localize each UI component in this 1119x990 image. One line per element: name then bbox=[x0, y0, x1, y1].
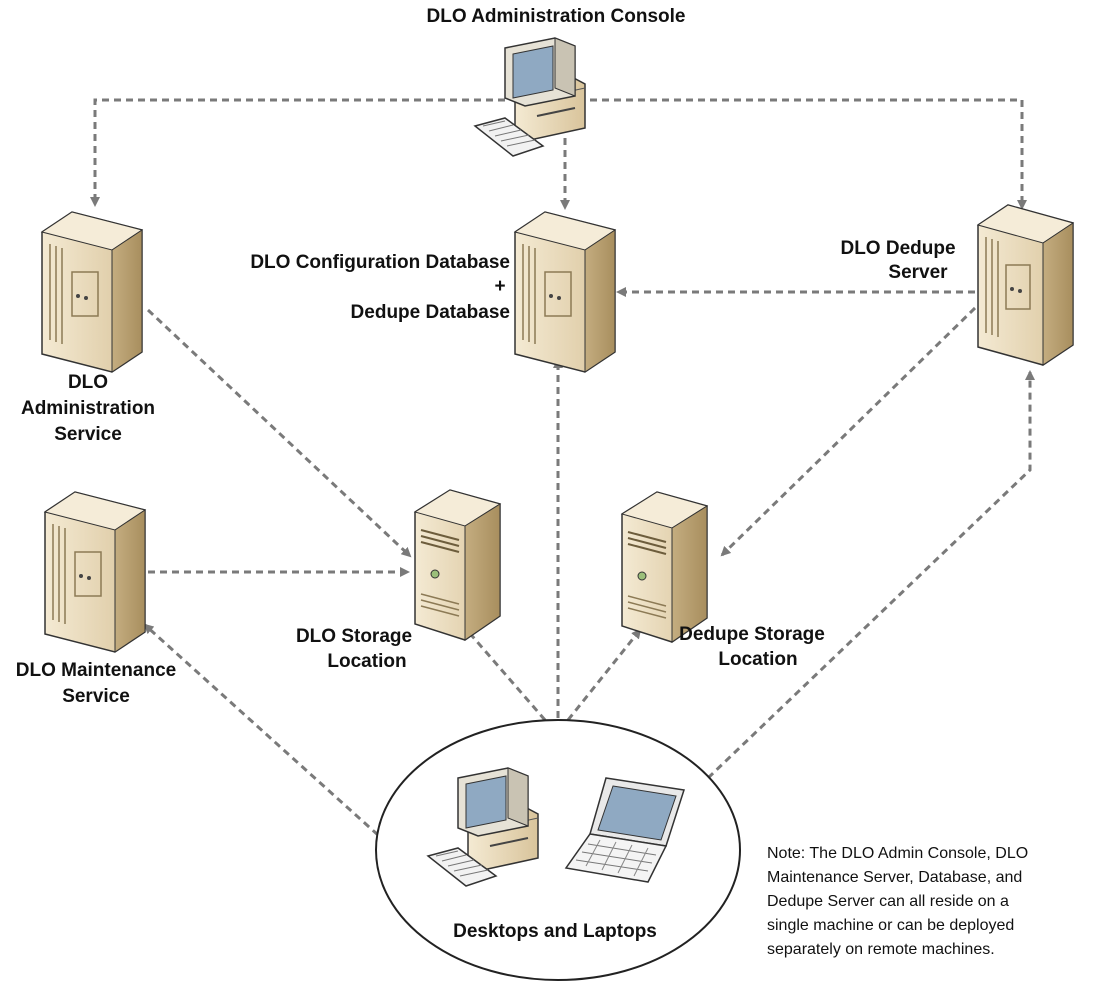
connector-clients-to-maintenance bbox=[143, 623, 380, 837]
config-db-label-line2: + bbox=[494, 276, 505, 297]
dedupe-storage-label-line2: Location bbox=[718, 649, 797, 670]
connectors bbox=[90, 98, 1035, 837]
connector-dedupe-server-to-dedupe-storage bbox=[720, 306, 977, 557]
admin-service-label-line1: DLO bbox=[68, 372, 108, 393]
config-db-label-line3: Dedupe Database bbox=[351, 302, 510, 323]
admin-service-label-line2: Administration bbox=[21, 398, 155, 419]
admin-console-node: DLO Administration Console bbox=[427, 6, 686, 157]
maintenance-service-label-line1: DLO Maintenance bbox=[16, 660, 176, 681]
server-tower-icon bbox=[513, 211, 617, 373]
admin-service-label-line3: Service bbox=[54, 424, 122, 445]
dedupe-server-node: DLO Dedupe Server bbox=[840, 204, 1075, 366]
server-tower-icon bbox=[976, 204, 1075, 366]
admin-service-node: DLO Administration Service bbox=[21, 211, 155, 445]
connector-admin-service-to-storage bbox=[146, 308, 412, 558]
maintenance-service-node: DLO Maintenance Service bbox=[16, 491, 176, 707]
storage-server-icon bbox=[413, 489, 502, 641]
note-line-5: separately on remote machines. bbox=[767, 941, 995, 958]
config-db-label-line1: DLO Configuration Database bbox=[250, 252, 510, 273]
note-line-2: Maintenance Server, Database, and bbox=[767, 869, 1022, 886]
dedupe-storage-node: Dedupe Storage Location bbox=[620, 491, 825, 670]
server-tower-icon bbox=[43, 491, 147, 653]
connector-clients-to-dedupe-server bbox=[706, 370, 1035, 780]
storage-server-icon bbox=[620, 491, 709, 643]
laptop-icon bbox=[564, 777, 685, 883]
storage-location-label-line1: DLO Storage bbox=[296, 626, 412, 647]
clients-label: Desktops and Laptops bbox=[453, 921, 657, 942]
desktop-computer-icon bbox=[426, 767, 539, 887]
clients-group: Desktops and Laptops bbox=[375, 719, 741, 981]
storage-location-label-line2: Location bbox=[327, 651, 406, 672]
storage-location-node: DLO Storage Location bbox=[296, 489, 502, 672]
dedupe-server-label-line1: DLO Dedupe bbox=[840, 238, 955, 259]
deployment-note: Note: The DLO Admin Console, DLO Mainten… bbox=[767, 845, 1028, 958]
note-line-1: Note: The DLO Admin Console, DLO bbox=[767, 845, 1028, 862]
note-line-3: Dedupe Server can all reside on a bbox=[767, 893, 1009, 910]
admin-console-label: DLO Administration Console bbox=[427, 6, 686, 27]
dedupe-storage-label-line1: Dedupe Storage bbox=[679, 624, 825, 645]
dedupe-server-label-line2: Server bbox=[888, 262, 948, 283]
maintenance-service-label-line2: Service bbox=[62, 686, 130, 707]
connector-console-to-dedupe-server bbox=[590, 98, 1027, 210]
config-db-node: DLO Configuration Database + Dedupe Data… bbox=[250, 211, 617, 373]
desktop-computer-icon bbox=[473, 37, 586, 157]
server-tower-icon bbox=[40, 211, 144, 373]
connector-clients-to-storage bbox=[458, 620, 547, 721]
note-line-4: single machine or can be deployed bbox=[767, 917, 1014, 934]
connector-console-to-admin-service bbox=[90, 98, 505, 207]
connector-clients-to-dedupe-storage bbox=[566, 628, 642, 721]
